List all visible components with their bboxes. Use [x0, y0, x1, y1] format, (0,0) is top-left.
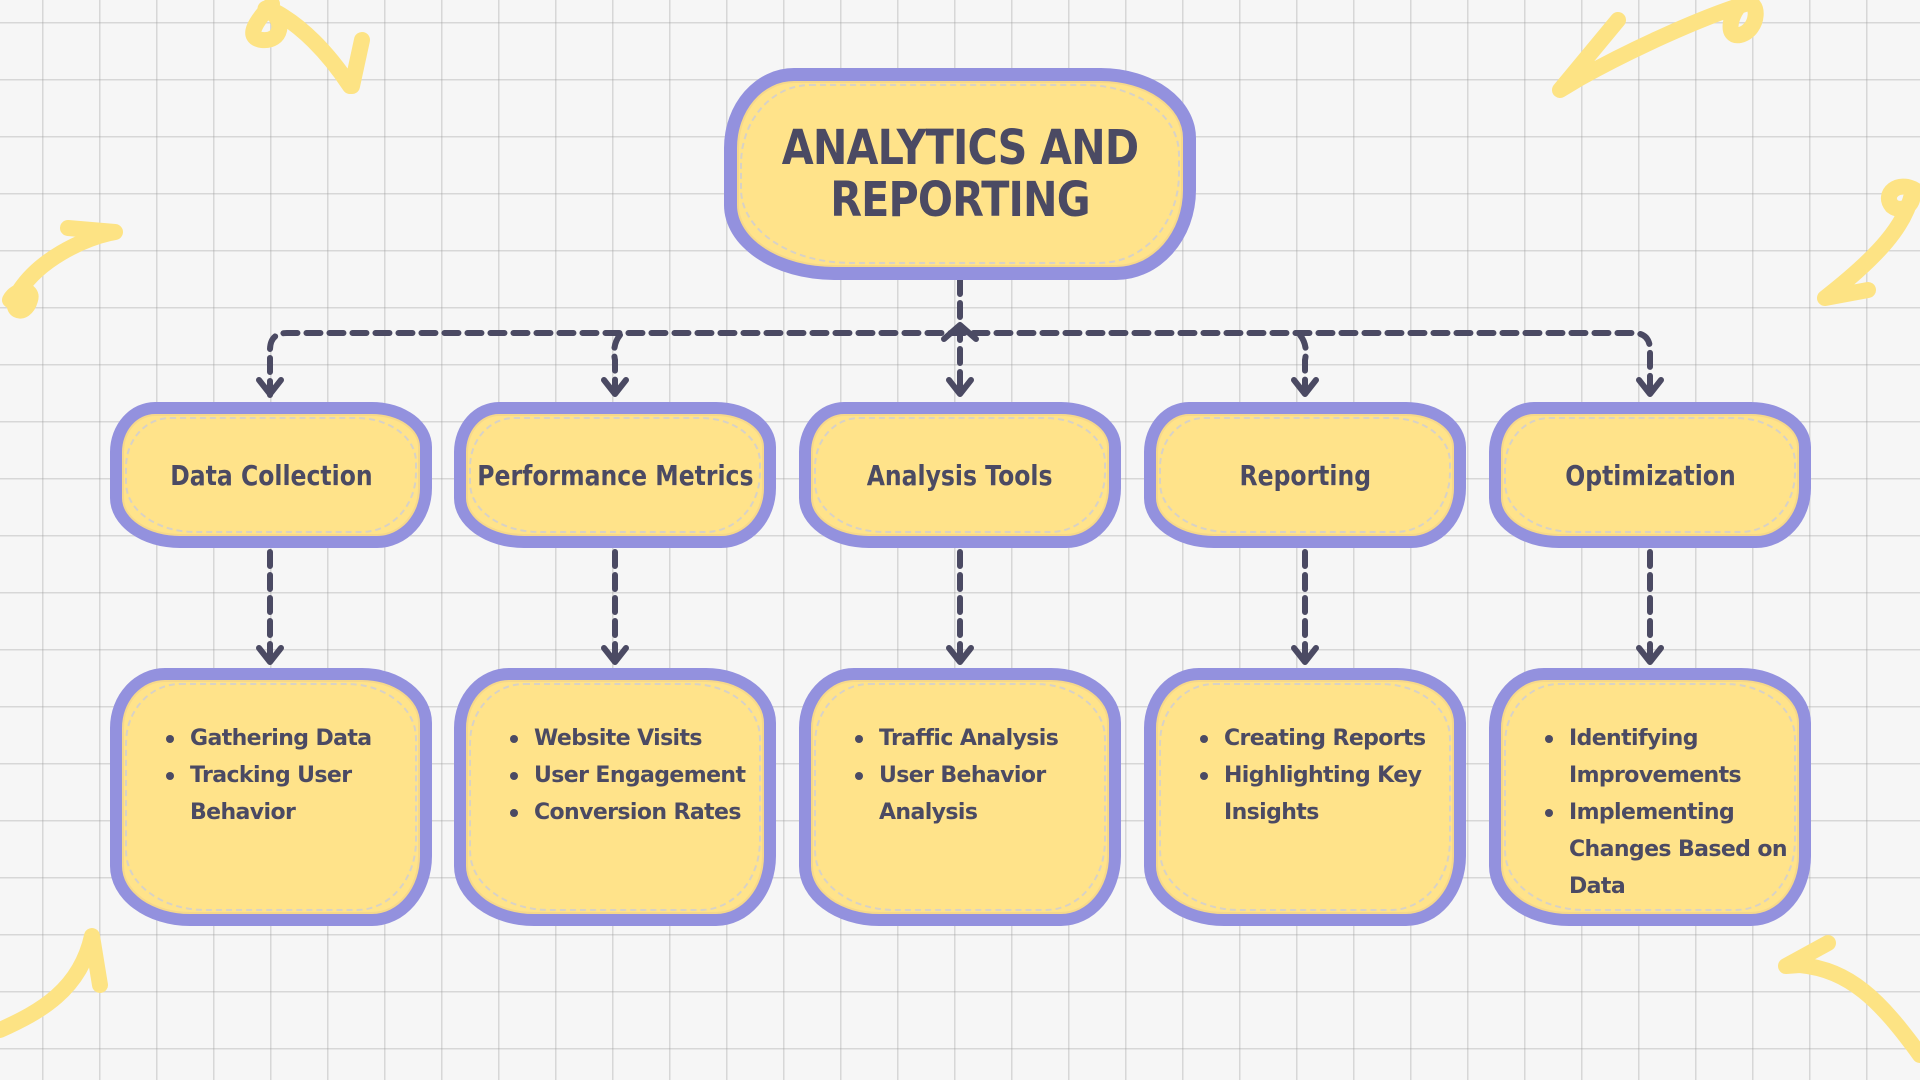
squiggle-top-left-icon [245, 0, 370, 94]
bullet-icon [510, 735, 518, 743]
list-item: Identifying Improvements [1545, 720, 1790, 794]
list-item-text: Creating Reports [1224, 726, 1426, 751]
category-label: Optimization [1564, 458, 1736, 492]
list-item-text: Traffic Analysis [879, 726, 1059, 751]
title-node: Analytics and Reporting [724, 68, 1196, 280]
bullet-icon [855, 735, 863, 743]
squiggle-left-icon [2, 220, 123, 319]
list-item: Creating Reports [1200, 720, 1445, 757]
bullet-icon [1200, 772, 1208, 780]
detail-list: Identifying Improvements Implementing Ch… [1501, 680, 1790, 905]
list-item-text: Gathering Data [190, 726, 372, 751]
list-item-text: Implementing Changes Based on Data [1569, 800, 1788, 899]
detail-list: Gathering Data Tracking User Behavior [122, 680, 411, 831]
detail-list: Traffic Analysis User Behavior Analysis [811, 680, 1100, 831]
arrow-down-icon [601, 377, 629, 397]
bullet-icon [1545, 735, 1553, 743]
detail-node-reporting: Creating Reports Highlighting Key Insigh… [1144, 668, 1466, 926]
arrow-down-icon [1636, 377, 1664, 397]
bullet-icon [166, 735, 174, 743]
list-item: Conversion Rates [510, 794, 755, 831]
detail-list: Website Visits User Engagement Conversio… [466, 680, 755, 831]
list-item-text: Tracking User Behavior [190, 763, 352, 825]
connector-branch-2 [611, 332, 623, 398]
list-item-text: Identifying Improvements [1569, 726, 1742, 788]
list-item: Tracking User Behavior [166, 757, 411, 831]
bullet-icon [1200, 735, 1208, 743]
category-label: Reporting [1239, 458, 1371, 492]
list-item-text: Website Visits [534, 726, 703, 751]
category-node-performance-metrics: Performance Metrics [454, 402, 776, 548]
list-item: User Behavior Analysis [855, 757, 1100, 831]
connector-branch-4 [1297, 332, 1309, 398]
category-node-data-collection: Data Collection [110, 402, 432, 548]
arrow-down-icon [256, 645, 284, 665]
detail-node-data-collection: Gathering Data Tracking User Behavior [110, 668, 432, 926]
detail-node-analysis-tools: Traffic Analysis User Behavior Analysis [799, 668, 1121, 926]
squiggle-bottom-right-icon [1778, 935, 1920, 1063]
category-node-optimization: Optimization [1489, 402, 1811, 548]
list-item: User Engagement [510, 757, 755, 794]
diagram-title: Analytics and Reporting [781, 120, 1139, 228]
connector-bus [267, 330, 1653, 398]
list-item-text: User Engagement [534, 763, 746, 788]
arrow-down-icon [946, 645, 974, 665]
bullet-icon [1545, 809, 1553, 817]
category-label: Data Collection [169, 458, 373, 492]
bullet-icon [166, 772, 174, 780]
arrow-down-icon [1291, 645, 1319, 665]
detail-list: Creating Reports Highlighting Key Insigh… [1156, 680, 1445, 831]
detail-node-optimization: Identifying Improvements Implementing Ch… [1489, 668, 1811, 926]
arrow-down-icon [946, 377, 974, 397]
arrow-down-icon [601, 645, 629, 665]
list-item: Traffic Analysis [855, 720, 1100, 757]
bullet-icon [510, 809, 518, 817]
bullet-icon [510, 772, 518, 780]
category-label: Analysis Tools [867, 458, 1053, 492]
bullet-icon [855, 772, 863, 780]
list-item-text: User Behavior Analysis [879, 763, 1046, 825]
list-item-text: Highlighting Key Insights [1224, 763, 1422, 825]
squiggle-bottom-left-icon [0, 928, 108, 1038]
arrow-up-icon [941, 322, 979, 342]
list-item-text: Conversion Rates [534, 800, 741, 825]
list-item: Implementing Changes Based on Data [1545, 794, 1790, 905]
category-node-reporting: Reporting [1144, 402, 1466, 548]
detail-node-performance-metrics: Website Visits User Engagement Conversio… [454, 668, 776, 926]
category-node-analysis-tools: Analysis Tools [799, 402, 1121, 548]
arrow-down-icon [1291, 377, 1319, 397]
list-item: Gathering Data [166, 720, 411, 757]
squiggle-top-right-icon [1552, 0, 1764, 98]
arrow-down-icon [256, 377, 284, 397]
category-label: Performance Metrics [476, 458, 754, 492]
squiggle-right-icon [1817, 178, 1920, 306]
arrow-down-icon [1636, 645, 1664, 665]
list-item: Highlighting Key Insights [1200, 757, 1445, 831]
list-item: Website Visits [510, 720, 755, 757]
